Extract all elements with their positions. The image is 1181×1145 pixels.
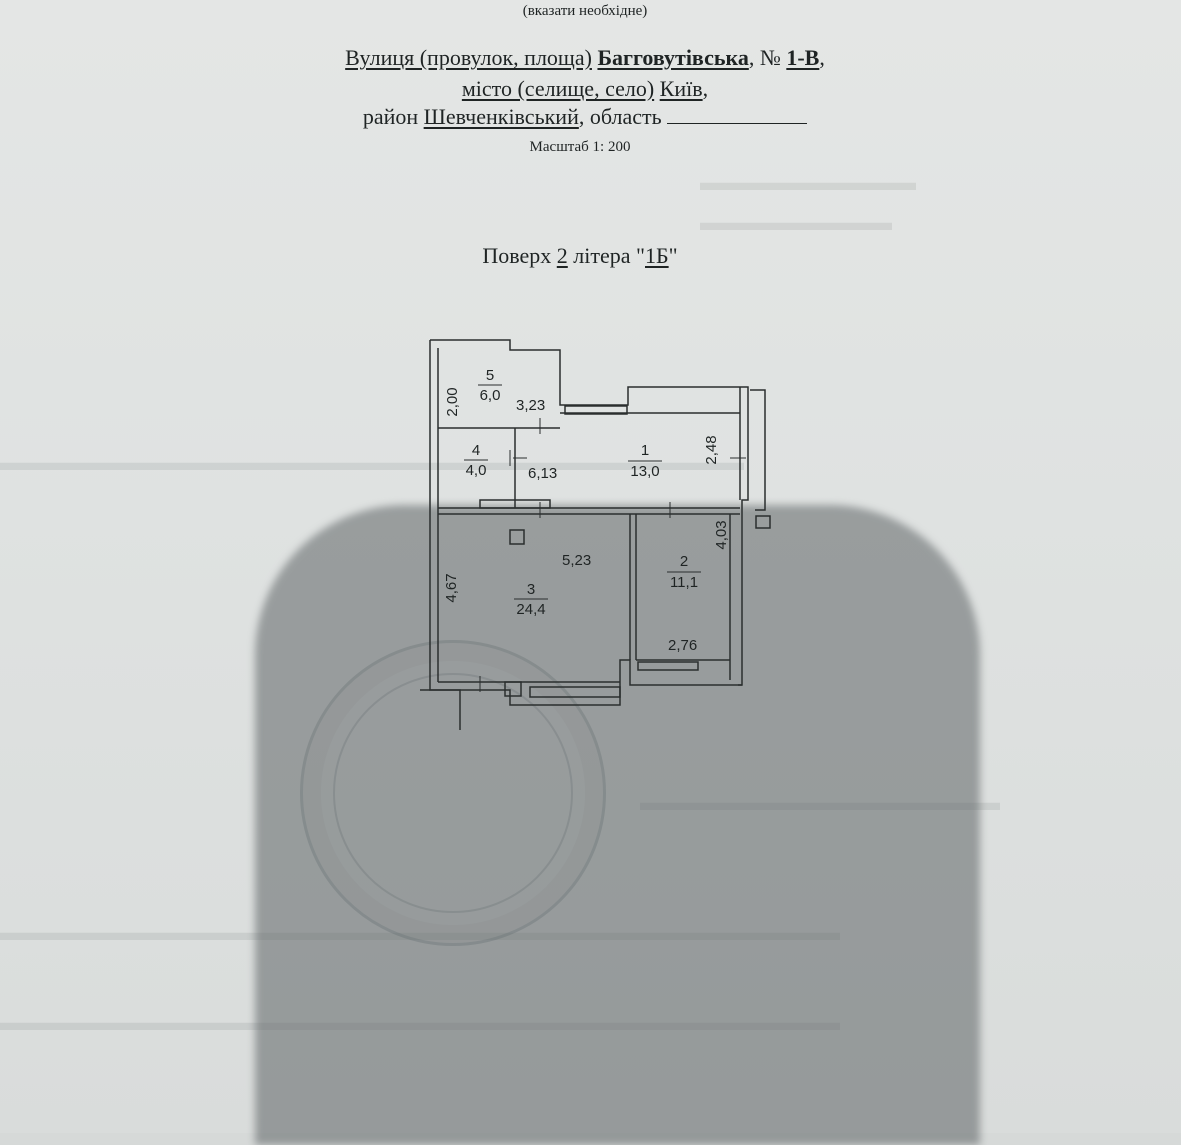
dim-6-13: 6,13: [528, 465, 557, 482]
round-stamp-inner-ring: [333, 673, 573, 913]
number-prefix: , №: [748, 45, 781, 70]
floor-plan: 5 6,0 4 4,0 1 13,0 3 24,4 2 11,1 2,00 3,…: [420, 339, 771, 730]
room-4-area: 4,0: [466, 462, 487, 479]
dimension-labels: 2,00 3,23 2,48 6,13 4,03 5,23 4,67 2,76: [443, 387, 746, 692]
room-2-id: 2: [680, 553, 688, 570]
room-5-area: 6,0: [480, 387, 501, 404]
city-name: Київ: [659, 76, 703, 101]
region-blank-line: [667, 107, 808, 124]
building-number: 1-В: [786, 45, 820, 70]
room-4-id: 4: [472, 442, 480, 459]
room-1-area: 13,0: [630, 463, 659, 480]
city-line: місто (селище, село) Київ,: [461, 76, 709, 101]
floor-title: Поверх 2 літера "1Б": [0, 243, 1160, 269]
balcony: [420, 689, 461, 730]
column-marker-bottom: [504, 681, 522, 697]
window-top: [564, 405, 628, 415]
bleed-through-text: ▬▬▬▬▬▬▬▬▬: [700, 170, 916, 196]
outer-wall: [430, 339, 749, 686]
dim-4-03: 4,03: [713, 520, 730, 549]
floor-letter: 1Б: [645, 243, 669, 268]
dim-2-00: 2,00: [444, 387, 461, 416]
room-labels: 5 6,0 4 4,0 1 13,0 3 24,4 2 11,1: [464, 367, 701, 618]
plan-walls: [420, 339, 771, 730]
street-prefix: Вулиця (провулок, площа): [345, 45, 592, 70]
region-label: , область: [578, 104, 662, 129]
street-line: Вулиця (провулок, площа) Багговутівська,…: [345, 45, 825, 70]
district-name: Шевченківський: [423, 104, 579, 129]
city-prefix: місто (селище, село): [461, 76, 655, 101]
room-5-id: 5: [486, 367, 494, 384]
hint-text: (вказати необхідне): [522, 3, 648, 19]
column-marker: [509, 529, 525, 545]
bleed-through-text: ▬▬▬▬▬▬▬▬▬▬▬▬▬▬▬▬▬▬▬▬▬▬▬▬▬▬▬▬▬▬▬: [0, 450, 744, 476]
bleed-through-text: ▬▬▬▬▬▬▬▬: [700, 210, 892, 236]
room-2-area: 11,1: [670, 574, 698, 591]
room-3-id: 3: [527, 581, 535, 598]
dim-5-23: 5,23: [562, 552, 591, 569]
room-1-id: 1: [641, 442, 649, 459]
floor-prefix: Поверх: [482, 243, 552, 268]
dim-2-48: 2,48: [703, 435, 720, 464]
dim-4-67: 4,67: [443, 573, 460, 602]
window-bottom: [529, 686, 621, 698]
dim-2-76: 2,76: [668, 637, 697, 654]
street-name: Багговутівська: [597, 45, 749, 70]
right-ledge: [750, 389, 766, 511]
floor-middle: літера ": [573, 243, 645, 268]
floor-suffix: ": [668, 243, 678, 268]
room-3-area: 24,4: [516, 601, 545, 618]
window-room2: [637, 661, 699, 671]
district-line: район Шевченківський, область: [0, 104, 1170, 130]
right-vent: [755, 515, 771, 529]
window-mid: [479, 499, 551, 509]
district-prefix: район: [362, 104, 419, 129]
round-stamp: [300, 640, 606, 946]
floor-number: 2: [556, 243, 568, 268]
dim-3-23: 3,23: [516, 397, 545, 414]
scale-text: Масштаб 1: 200: [529, 139, 631, 155]
